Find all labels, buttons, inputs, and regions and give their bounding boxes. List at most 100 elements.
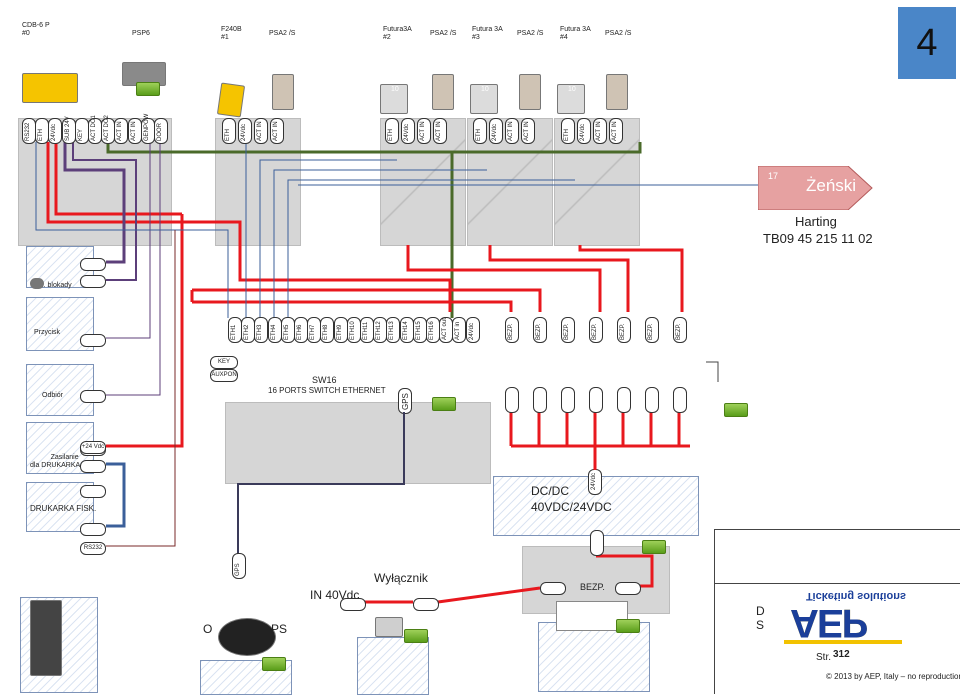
power-wire-3 xyxy=(192,288,542,312)
switch-port-label: ETH12 xyxy=(376,321,383,340)
fuse-bottom-pin xyxy=(561,387,575,413)
switch-port-label: ETH8 xyxy=(323,324,330,340)
futura2-pin-label: 24Vdc xyxy=(404,123,410,141)
cdb-pin-label: ACT DO1 xyxy=(91,115,97,141)
terminal xyxy=(80,275,106,288)
terminal xyxy=(80,460,106,473)
eth-wire-5 xyxy=(287,179,575,318)
switch-port-label: ETH4 xyxy=(270,324,277,340)
futura4-device-image xyxy=(557,84,585,114)
antenna-indicator xyxy=(262,657,286,671)
f240b-pin-label: ACT IN xyxy=(273,121,279,141)
switch-port-label: ETH2 xyxy=(244,324,251,340)
connector-label: Żeński xyxy=(806,176,857,195)
cdb-pin-label: ACT IN xyxy=(117,121,124,141)
fuse-pin-label: BEZP. xyxy=(564,323,570,340)
note-arrow xyxy=(706,361,719,382)
page-value: 312 xyxy=(833,649,850,660)
futura4-pin xyxy=(577,118,591,144)
power-wire-4 xyxy=(192,300,513,312)
module-futura4: Futura 3A #4 xyxy=(560,26,591,41)
power-wire-2 xyxy=(54,142,182,216)
fuse-bottom-pin xyxy=(673,387,687,413)
gps-antenna-image xyxy=(218,618,276,656)
cdb-pin-label: ACT DO2 xyxy=(104,115,111,141)
fuse-pin xyxy=(673,317,687,343)
cdb-pin-label: GENPOW xyxy=(143,113,150,141)
button-wire xyxy=(106,142,151,339)
bottom-fuse-indicator xyxy=(616,619,640,633)
psa2-1-device-image xyxy=(272,74,294,110)
futura4-pin-label: 24Vdc xyxy=(580,123,586,141)
page-number-badge: 4 xyxy=(898,7,956,79)
terminal xyxy=(340,598,366,611)
cdb-pin-label: SUB 24V xyxy=(64,116,71,141)
act-bus-wire xyxy=(106,142,642,154)
futura2-pin xyxy=(433,118,447,144)
module-futura3: Futura 3A #3 xyxy=(472,26,503,41)
module-psa2-2: PSA2 /S xyxy=(430,30,457,37)
futura3-pin-label: 24Vdc xyxy=(492,123,498,141)
main-switch-image xyxy=(375,617,403,637)
module-psa2-4: PSA2 /S xyxy=(605,30,632,37)
terminal xyxy=(80,390,106,403)
title-block-d: D xyxy=(756,604,765,618)
futura3-display-value: 10 xyxy=(481,86,489,93)
futura2-display-value: 10 xyxy=(391,86,399,93)
copyright: © 2013 by AEP, Italy – no reproduction xyxy=(826,672,960,681)
antenna-label-left: O xyxy=(203,622,213,636)
f240b-pin xyxy=(270,118,284,144)
dcdc-out-wire xyxy=(596,554,654,588)
connector-number: 17 xyxy=(768,171,779,181)
f240b-pin-label: 24Vdc xyxy=(241,123,247,141)
fuse-pin-label: BEZP. xyxy=(676,323,682,340)
terminal xyxy=(80,334,106,347)
left-block-unlock-label: Wył. blokady xyxy=(32,282,72,289)
printer-data-wire xyxy=(106,462,126,528)
futura3-pin xyxy=(521,118,535,144)
futura2-device-image xyxy=(380,84,408,114)
fuse-pin xyxy=(561,317,575,343)
unlock-key-image xyxy=(30,278,44,289)
left-block-receive xyxy=(26,364,94,416)
cdb-pin-label: 24Vdc xyxy=(51,123,58,141)
terminal xyxy=(80,485,106,498)
module-cdb: CDB-6 P #0 xyxy=(22,22,50,37)
main-switch-label: Wyłącznik xyxy=(374,571,428,585)
futura2-pin-label: ACT IN xyxy=(420,121,426,141)
futura4-display-value: 10 xyxy=(568,86,576,93)
cdb-pin-label: ACT IN xyxy=(130,121,137,141)
f240b-pin xyxy=(238,118,252,144)
fuse-pin xyxy=(505,317,519,343)
cdb-device-image xyxy=(22,73,78,103)
switch-port-label: ETH11 xyxy=(363,321,369,340)
fuse-pin xyxy=(617,317,631,343)
printer-device-image xyxy=(30,600,62,676)
left-block-receive-label: Odbiór xyxy=(42,392,64,399)
f240b-pin xyxy=(254,118,268,144)
futura3-pin xyxy=(489,118,503,144)
rs232-terminal: RS232 xyxy=(80,542,106,555)
futura3-pin-label: ACT IN xyxy=(524,121,530,141)
main-switch-indicator xyxy=(404,629,428,643)
module-f240b: F240B #1 xyxy=(221,26,242,41)
fuse-pin-label: BEZP. xyxy=(648,323,654,340)
fuse-pin-label: BEZP. xyxy=(536,323,542,340)
bottom-fuse-block xyxy=(538,622,650,692)
switch-port-label: ETH6 xyxy=(297,324,303,340)
switch-body xyxy=(225,402,491,484)
fuse-pin-label: BEZP. xyxy=(508,323,514,340)
dcdc-output-pin xyxy=(590,530,604,556)
gps-antenna-pin xyxy=(232,553,246,579)
switch-port-label: ETH1 xyxy=(231,324,237,340)
switch-port-label: ETH15 xyxy=(415,321,422,340)
f240b-pin-label: ETH xyxy=(225,129,231,141)
receive-wire xyxy=(106,142,161,396)
title-block-divider xyxy=(714,583,960,584)
cdb-pin-label: RS232 xyxy=(25,122,31,141)
printer-supply-terminal: +24 Vdc xyxy=(80,441,106,454)
psa2-3-device-image xyxy=(519,74,541,110)
futura2-pin xyxy=(385,118,399,144)
switch-port-label: ACT out xyxy=(442,318,449,340)
